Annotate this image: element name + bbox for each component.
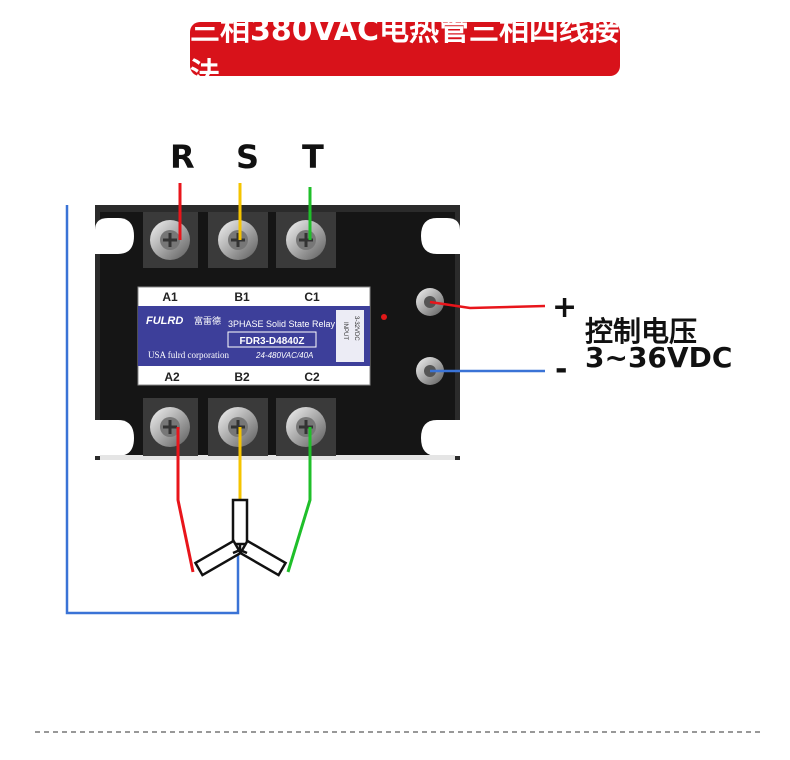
- type-text: 3PHASE Solid State Relay: [228, 319, 336, 329]
- title-text: 三相380VAC电热管三相四线接法: [190, 13, 620, 92]
- control-range: 3~36VDC: [585, 341, 733, 374]
- screw-a2: [150, 407, 190, 447]
- brand-cn-text: 富雷德: [194, 315, 221, 326]
- r-wire: [176, 183, 195, 573]
- phase-label-t: T: [302, 138, 324, 176]
- input-label: INPUT: [342, 322, 348, 340]
- terminal-label-a1: A1: [162, 290, 178, 304]
- phase-label-r: R: [170, 138, 195, 176]
- control-label: 控制电压: [585, 315, 698, 348]
- star-junction: [232, 544, 248, 555]
- led-indicator: [381, 314, 387, 320]
- model-text: FDR3-D4840Z: [239, 336, 304, 347]
- heater-s: [231, 498, 249, 546]
- neutral-wire: [65, 205, 240, 615]
- phase-label-s: S: [236, 138, 260, 176]
- terminal-label-b1: B1: [234, 290, 250, 304]
- brand-text: FULRD: [146, 315, 183, 327]
- control-minus-sign: -: [555, 352, 568, 387]
- control-plus-wire: [429, 300, 546, 310]
- heater-r: [193, 539, 243, 577]
- label-plate: [137, 286, 371, 386]
- title-banner: 三相380VAC电热管三相四线接法: [190, 13, 620, 92]
- t-wire: [286, 187, 312, 573]
- input-range: 3-32VDC: [353, 316, 359, 341]
- terminal-label-b2: B2: [234, 370, 250, 384]
- terminal-label-c1: C1: [304, 290, 320, 304]
- screw-b1: [218, 220, 258, 260]
- company-text: USA fulrd corporation: [148, 350, 229, 360]
- screw-c1: [286, 220, 326, 260]
- terminal-label-c2: C2: [304, 370, 320, 384]
- heater-t: [238, 539, 288, 577]
- rating-text: 24-480VAC/40A: [255, 351, 313, 360]
- screw-c2: [286, 407, 326, 447]
- terminal-label-a2: A2: [164, 370, 180, 384]
- control-plus-sign: +: [552, 290, 578, 325]
- screw-b2: [218, 407, 258, 447]
- screw-a1: [150, 220, 190, 260]
